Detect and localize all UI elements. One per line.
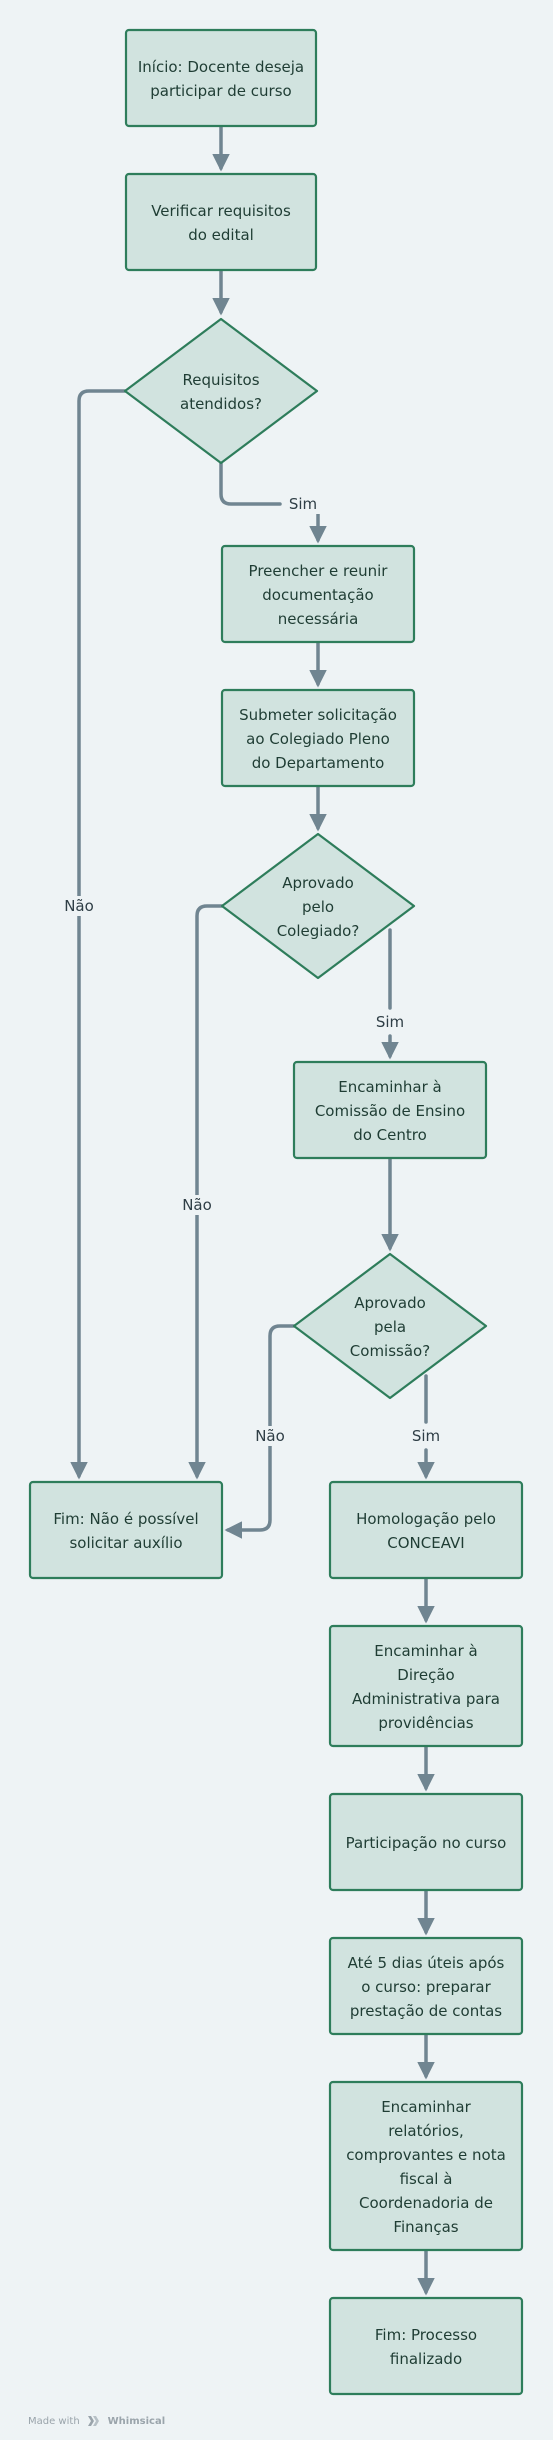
node-text-line: atendidos?	[180, 395, 262, 413]
node-participation: Participação no curso	[328, 1792, 524, 1892]
process-box	[292, 1060, 488, 1160]
process-box	[28, 1480, 224, 1580]
node-text-line: Comissão de Ensino	[315, 1102, 465, 1120]
node-text-line: ao Colegiado Pleno	[246, 730, 390, 748]
node-text-line: Homologação pelo	[356, 1510, 496, 1528]
node-text-line: Requisitos	[182, 371, 259, 389]
node-text-line: Início: Docente deseja	[138, 58, 304, 76]
node-requirements: Requisitos atendidos?	[123, 317, 319, 465]
edge-label-commission-no: Não	[255, 1427, 285, 1445]
process-box	[220, 688, 416, 788]
process-box	[328, 1936, 524, 2036]
node-text-line: Até 5 dias úteis após	[348, 1954, 505, 1972]
node-text-line: Encaminhar à	[338, 1078, 442, 1096]
whimsical-logo-icon	[87, 2416, 99, 2426]
node-text-line: Comissão?	[350, 1342, 430, 1360]
node-text-line: Verificar requisitos	[151, 202, 291, 220]
edge-requirements-no	[70, 389, 127, 1480]
node-text-line: pela	[374, 1318, 406, 1336]
edge-label-bg	[285, 494, 321, 514]
node-start: Início: Docente deseja participar de curs…	[124, 28, 318, 128]
node-text-line: Submeter solicitação	[239, 706, 397, 724]
node-text-line: pelo	[302, 898, 334, 916]
edge-label-req-no: Não	[64, 897, 94, 915]
node-text-line: do Centro	[353, 1126, 427, 1144]
node-text-line: relatórios,	[388, 2122, 464, 2140]
node-text-line: solicitar auxílio	[69, 1534, 182, 1552]
decision-diamond	[292, 1252, 488, 1400]
process-box	[220, 544, 416, 644]
edge-label-bg	[61, 896, 97, 916]
process-box	[328, 1792, 524, 1892]
node-verify: Verificar requisitos do edital	[124, 172, 318, 272]
node-text-line: Encaminhar à	[374, 1642, 478, 1660]
process-box	[328, 1624, 524, 1748]
node-end-denied: Fim: Não é possível solicitar auxílio	[28, 1480, 224, 1580]
edge-label-bg	[179, 1195, 215, 1215]
edge-label-req-yes: Sim	[289, 495, 317, 513]
edge-label-colegiado-yes: Sim	[376, 1013, 404, 1031]
process-box	[124, 172, 318, 272]
decision-diamond	[220, 832, 416, 980]
process-box	[124, 28, 318, 128]
node-text-line: Fim: Processo	[375, 2326, 477, 2344]
node-text-line: do edital	[188, 226, 254, 244]
node-forward-reports: Encaminhar relatórios, comprovantes e nota…	[328, 2080, 524, 2252]
node-submit: Submeter solicitação ao Colegiado Pleno do…	[220, 688, 416, 788]
node-text-line: do Departamento	[252, 754, 385, 772]
edge-label-bg	[252, 1426, 288, 1446]
edge-requirements-yes	[219, 461, 282, 506]
node-accountability: Até 5 dias úteis após o curso: preparar pr…	[328, 1936, 524, 2036]
node-text-line: Finanças	[393, 2218, 458, 2236]
edge-label-bg	[408, 1426, 444, 1446]
footer-made-with: Made with	[28, 2415, 80, 2427]
node-text-line: Participação no curso	[346, 1834, 507, 1852]
node-text-line: necessária	[278, 610, 359, 628]
node-prepare-docs: Preencher e reunir documentação necessária	[220, 544, 416, 644]
process-box	[328, 1480, 524, 1580]
footer-watermark: Made with Whimsical	[28, 2412, 165, 2430]
node-text-line: Aprovado	[282, 874, 354, 892]
edge-label-bg	[372, 1012, 408, 1032]
node-text-line: Aprovado	[354, 1294, 426, 1312]
node-text-line: Preencher e reunir	[249, 562, 389, 580]
edge-colegiado-no	[188, 904, 224, 1480]
node-text-line: prestação de contas	[350, 2002, 502, 2020]
decision-diamond	[123, 317, 319, 465]
node-text-line: finalizado	[390, 2350, 462, 2368]
node-end-finished: Fim: Processo finalizado	[328, 2296, 524, 2396]
footer-brand: Whimsical	[107, 2415, 166, 2427]
node-text-line: participar de curso	[150, 82, 291, 100]
node-text-line: Administrativa para	[352, 1690, 500, 1708]
node-text-line: fiscal à	[400, 2170, 453, 2188]
node-text-line: providências	[378, 1714, 473, 1732]
node-text-line: documentação	[262, 586, 374, 604]
edge-label-commission-yes: Sim	[412, 1427, 440, 1445]
node-text-line: o curso: preparar	[361, 1978, 491, 1996]
node-text-line: Fim: Não é possível	[53, 1510, 198, 1528]
node-forward-commission: Encaminhar à Comissão de Ensino do Centro	[292, 1060, 488, 1160]
node-text-line: Direção	[397, 1666, 454, 1684]
process-box	[328, 2296, 524, 2396]
node-text-line: comprovantes e nota	[346, 2146, 506, 2164]
node-text-line: Encaminhar	[381, 2098, 471, 2116]
node-text-line: Coordenadoria de	[359, 2194, 493, 2212]
node-text-line: CONCEAVI	[387, 1534, 464, 1552]
edge-label-colegiado-no: Não	[182, 1196, 212, 1214]
node-text-line: Colegiado?	[277, 922, 360, 940]
process-box	[328, 2080, 524, 2252]
